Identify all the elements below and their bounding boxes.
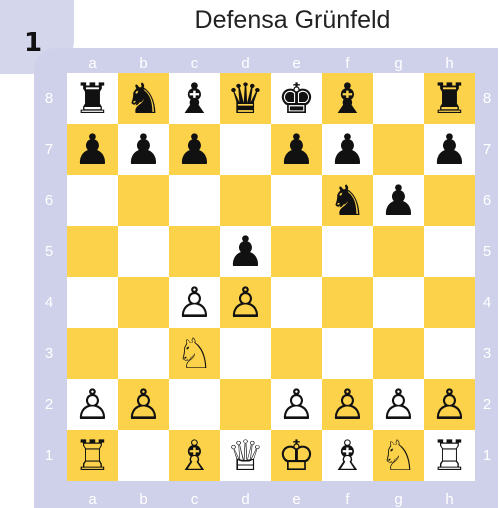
- square-d3[interactable]: [220, 328, 271, 379]
- file-label-e-top: e: [271, 56, 322, 71]
- black-rook-icon[interactable]: ♜: [67, 73, 118, 124]
- white-bishop-icon[interactable]: ♗: [322, 430, 373, 481]
- diagram-number: 1: [24, 30, 42, 56]
- square-g8[interactable]: [373, 73, 424, 124]
- rank-label-8-left: 8: [40, 91, 58, 106]
- white-pawn-icon[interactable]: ♙: [271, 379, 322, 430]
- black-bishop-icon[interactable]: ♝: [322, 73, 373, 124]
- rank-label-1-right: 1: [478, 448, 496, 463]
- rank-label-2-left: 2: [40, 397, 58, 412]
- square-c5[interactable]: [169, 226, 220, 277]
- square-g4[interactable]: [373, 277, 424, 328]
- square-a4[interactable]: [67, 277, 118, 328]
- rank-label-2-right: 2: [478, 397, 496, 412]
- file-label-a-top: a: [67, 56, 118, 71]
- file-label-b-top: b: [118, 56, 169, 71]
- square-g5[interactable]: [373, 226, 424, 277]
- file-label-g-bottom: g: [373, 492, 424, 507]
- file-label-c-top: c: [169, 56, 220, 71]
- file-label-f-bottom: f: [322, 492, 373, 507]
- file-label-b-bottom: b: [118, 492, 169, 507]
- square-h5[interactable]: [424, 226, 475, 277]
- black-pawn-icon[interactable]: ♟: [67, 124, 118, 175]
- black-pawn-icon[interactable]: ♟: [118, 124, 169, 175]
- rank-label-7-left: 7: [40, 142, 58, 157]
- square-g7[interactable]: [373, 124, 424, 175]
- rank-label-3-left: 3: [40, 346, 58, 361]
- white-pawn-icon[interactable]: ♙: [220, 277, 271, 328]
- square-a5[interactable]: [67, 226, 118, 277]
- square-e3[interactable]: [271, 328, 322, 379]
- file-label-g-top: g: [373, 56, 424, 71]
- square-h4[interactable]: [424, 277, 475, 328]
- white-pawn-icon[interactable]: ♙: [373, 379, 424, 430]
- white-bishop-icon[interactable]: ♗: [169, 430, 220, 481]
- square-b6[interactable]: [118, 175, 169, 226]
- white-pawn-icon[interactable]: ♙: [169, 277, 220, 328]
- rank-label-3-right: 3: [478, 346, 496, 361]
- file-label-f-top: f: [322, 56, 373, 71]
- chess-board[interactable]: ♜♞♝♛♚♝♜♟♟♟♟♟♟♞♟♟♙♙♘♙♙♙♙♙♙♖♗♕♔♗♘♖: [67, 73, 475, 481]
- white-knight-icon[interactable]: ♘: [169, 328, 220, 379]
- square-b3[interactable]: [118, 328, 169, 379]
- black-pawn-icon[interactable]: ♟: [322, 124, 373, 175]
- rank-label-4-left: 4: [40, 295, 58, 310]
- square-d7[interactable]: [220, 124, 271, 175]
- square-c2[interactable]: [169, 379, 220, 430]
- black-pawn-icon[interactable]: ♟: [373, 175, 424, 226]
- square-h3[interactable]: [424, 328, 475, 379]
- white-queen-icon[interactable]: ♕: [220, 430, 271, 481]
- square-h6[interactable]: [424, 175, 475, 226]
- square-d6[interactable]: [220, 175, 271, 226]
- rank-label-1-left: 1: [40, 448, 58, 463]
- black-rook-icon[interactable]: ♜: [424, 73, 475, 124]
- rank-label-5-left: 5: [40, 244, 58, 259]
- black-king-icon[interactable]: ♚: [271, 73, 322, 124]
- square-g3[interactable]: [373, 328, 424, 379]
- rank-label-8-right: 8: [478, 91, 496, 106]
- black-pawn-icon[interactable]: ♟: [169, 124, 220, 175]
- black-pawn-icon[interactable]: ♟: [271, 124, 322, 175]
- square-b4[interactable]: [118, 277, 169, 328]
- black-knight-icon[interactable]: ♞: [322, 175, 373, 226]
- white-knight-icon[interactable]: ♘: [373, 430, 424, 481]
- rank-label-6-right: 6: [478, 193, 496, 208]
- opening-title: Defensa Grünfeld: [150, 6, 435, 35]
- file-label-h-top: h: [424, 56, 475, 71]
- square-f5[interactable]: [322, 226, 373, 277]
- file-label-d-bottom: d: [220, 492, 271, 507]
- black-queen-icon[interactable]: ♛: [220, 73, 271, 124]
- white-pawn-icon[interactable]: ♙: [322, 379, 373, 430]
- white-rook-icon[interactable]: ♖: [67, 430, 118, 481]
- black-bishop-icon[interactable]: ♝: [169, 73, 220, 124]
- file-label-e-bottom: e: [271, 492, 322, 507]
- white-pawn-icon[interactable]: ♙: [424, 379, 475, 430]
- square-e5[interactable]: [271, 226, 322, 277]
- square-a6[interactable]: [67, 175, 118, 226]
- square-a3[interactable]: [67, 328, 118, 379]
- white-rook-icon[interactable]: ♖: [424, 430, 475, 481]
- white-pawn-icon[interactable]: ♙: [67, 379, 118, 430]
- file-label-d-top: d: [220, 56, 271, 71]
- white-king-icon[interactable]: ♔: [271, 430, 322, 481]
- black-pawn-icon[interactable]: ♟: [424, 124, 475, 175]
- square-e4[interactable]: [271, 277, 322, 328]
- file-label-h-bottom: h: [424, 492, 475, 507]
- file-label-c-bottom: c: [169, 492, 220, 507]
- square-c6[interactable]: [169, 175, 220, 226]
- rank-label-5-right: 5: [478, 244, 496, 259]
- rank-label-4-right: 4: [478, 295, 496, 310]
- square-e6[interactable]: [271, 175, 322, 226]
- square-b1[interactable]: [118, 430, 169, 481]
- file-label-a-bottom: a: [67, 492, 118, 507]
- square-f4[interactable]: [322, 277, 373, 328]
- square-d2[interactable]: [220, 379, 271, 430]
- square-f3[interactable]: [322, 328, 373, 379]
- square-b5[interactable]: [118, 226, 169, 277]
- black-knight-icon[interactable]: ♞: [118, 73, 169, 124]
- white-pawn-icon[interactable]: ♙: [118, 379, 169, 430]
- black-pawn-icon[interactable]: ♟: [220, 226, 271, 277]
- rank-label-6-left: 6: [40, 193, 58, 208]
- rank-label-7-right: 7: [478, 142, 496, 157]
